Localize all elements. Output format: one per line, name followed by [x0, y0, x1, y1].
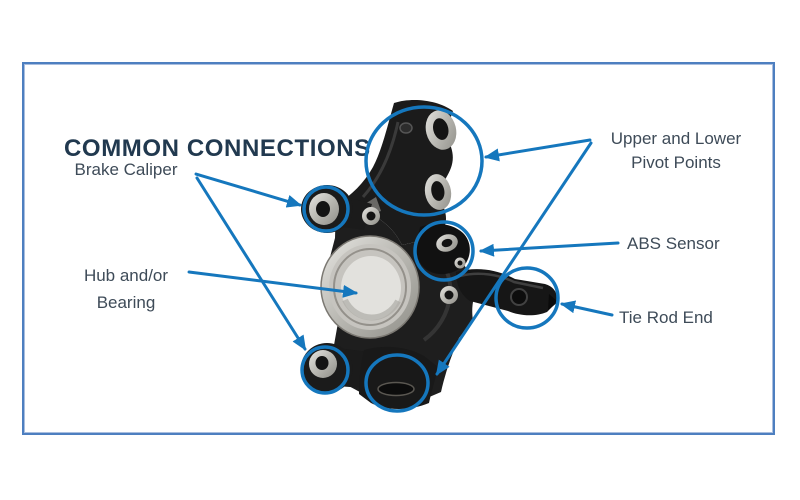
tie-rod-end-text: Tie Rod End — [619, 308, 713, 327]
label-hub-bearing: Hub and/or Bearing — [58, 262, 194, 316]
hub-bearing-text-line2: Bearing — [96, 293, 156, 312]
leader-brake-caliper-lower — [195, 176, 307, 351]
callout-circle-tie-rod-end — [494, 266, 560, 330]
page-title: COMMON CONNECTIONS — [64, 135, 371, 162]
leader-hub-bearing — [187, 270, 358, 298]
knuckle-steering-arm — [456, 269, 557, 316]
label-pivot-points: Upper and Lower Pivot Points — [590, 127, 762, 175]
label-tie-rod-end: Tie Rod End — [619, 306, 713, 330]
callout-circle-lower-pivot — [364, 353, 430, 413]
hub-bearing-bore — [320, 235, 420, 339]
abs-sensor-text: ABS Sensor — [627, 234, 720, 253]
brake-caliper-text: Brake Caliper — [74, 160, 178, 179]
callout-circle-abs-sensor — [413, 220, 475, 282]
leader-tie-rod-end — [560, 300, 614, 317]
leader-abs-sensor — [479, 241, 620, 257]
leader-lower-pivot — [435, 141, 593, 376]
callout-circle-brake-caliper-lower — [300, 345, 350, 395]
steering-knuckle-photo — [301, 99, 558, 409]
leader-brake-caliper-upper — [194, 172, 302, 208]
label-brake-caliper: Brake Caliper — [58, 158, 194, 182]
callout-circle-brake-caliper-upper — [302, 185, 350, 233]
hub-bearing-text-line1: Hub and/or — [83, 266, 169, 285]
leader-upper-pivot — [484, 138, 592, 162]
pivot-points-text-line1: Upper and Lower — [610, 129, 742, 148]
label-abs-sensor: ABS Sensor — [627, 232, 720, 256]
callout-circle-upper-pivot — [364, 105, 484, 217]
pivot-points-text-line2: Pivot Points — [631, 153, 721, 172]
